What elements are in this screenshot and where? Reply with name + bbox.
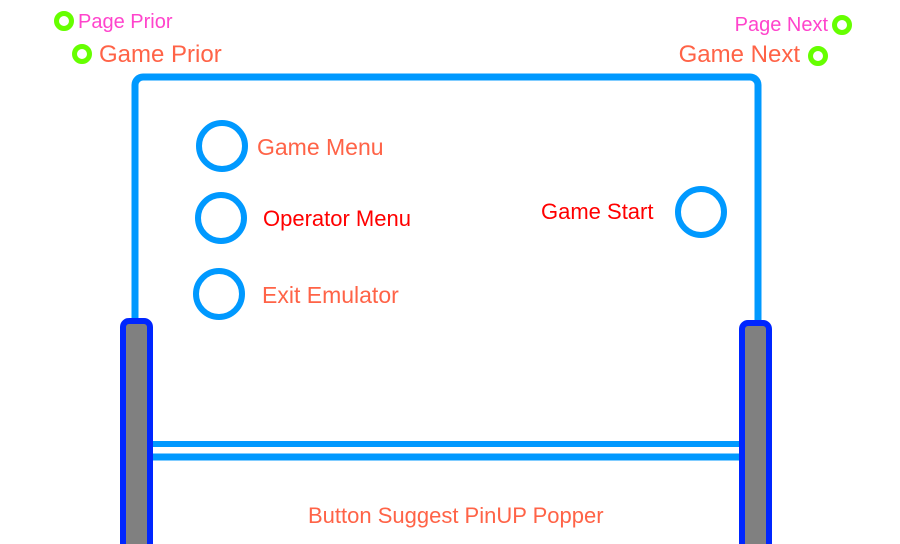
cabinet-frame xyxy=(131,73,762,461)
game-next-label: Game Next xyxy=(678,41,800,68)
game-menu-label: Game Menu xyxy=(257,134,384,160)
game-start-label: Game Start xyxy=(541,199,654,224)
page-next-button-icon xyxy=(832,15,852,35)
left-leg xyxy=(120,318,153,544)
operator-menu-button-icon xyxy=(195,192,247,244)
game-prior-button-icon xyxy=(72,44,92,64)
game-prior-label: Game Prior xyxy=(99,41,222,68)
page-prior-label: Page Prior xyxy=(78,11,173,33)
game-start-button-icon xyxy=(675,186,727,238)
game-next-button-icon xyxy=(808,46,828,66)
exit-emulator-label: Exit Emulator xyxy=(262,282,399,308)
page-next-label: Page Next xyxy=(734,14,828,36)
exit-emulator-button-icon xyxy=(193,268,245,320)
diagram-caption: Button Suggest PinUP Popper xyxy=(308,503,604,528)
operator-menu-label: Operator Menu xyxy=(263,206,411,231)
game-menu-button-icon xyxy=(196,120,248,172)
page-prior-button-icon xyxy=(54,11,74,31)
right-leg xyxy=(739,320,772,544)
